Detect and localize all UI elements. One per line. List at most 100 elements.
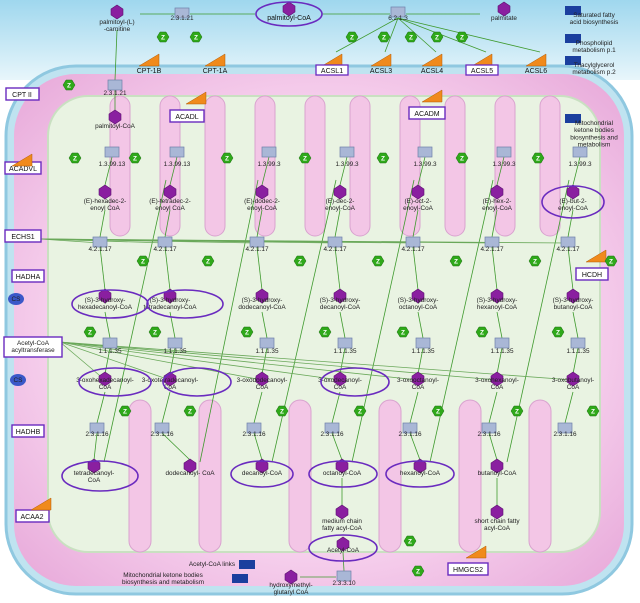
palmitoyl-l-carnitine-top-icon[interactable] <box>110 4 124 20</box>
oxo-5-icon[interactable] <box>490 371 504 387</box>
acetyl-coa-icon[interactable] <box>336 536 350 552</box>
acetyl-coa-acyltransferase-box[interactable] <box>3 336 63 358</box>
z-badge-thio-1[interactable] <box>183 405 197 417</box>
z-badge-had-6[interactable] <box>551 326 565 338</box>
z-badge-had-0[interactable] <box>83 326 97 338</box>
ec-dh-6-icon[interactable] <box>572 146 588 158</box>
ec-had-4-icon[interactable] <box>415 337 431 349</box>
hmg-coa-icon[interactable] <box>284 569 298 585</box>
acadvl-gene-enzyme-icon[interactable] <box>11 153 33 167</box>
ec-dh-4-icon[interactable] <box>417 146 433 158</box>
ec-thio-2-icon[interactable] <box>246 422 262 434</box>
z-badge-thio-4[interactable] <box>431 405 445 417</box>
oxo-6-icon[interactable] <box>566 371 580 387</box>
ec-had-2-icon[interactable] <box>259 337 275 349</box>
ec-thio-0-icon[interactable] <box>89 422 105 434</box>
enoyl-0-icon[interactable] <box>98 184 112 200</box>
ec-hyd-2-icon[interactable] <box>249 236 265 248</box>
z-badge-top-3[interactable] <box>345 31 359 43</box>
z-badge-thio-6[interactable] <box>586 405 600 417</box>
z-badge-thio-3[interactable] <box>353 405 367 417</box>
hydroxy-3-icon[interactable] <box>333 288 347 304</box>
ec-hyd-1-icon[interactable] <box>157 236 173 248</box>
z-badge-hyd-5[interactable] <box>528 255 542 267</box>
acyl-5-icon[interactable] <box>490 458 504 474</box>
acadl-box[interactable] <box>169 109 205 123</box>
ec-had-0-icon[interactable] <box>102 337 118 349</box>
z-badge-had-2[interactable] <box>240 326 254 338</box>
hmgcs2-box[interactable] <box>447 562 489 576</box>
palmitoyl-coa-mito-icon[interactable] <box>108 109 122 125</box>
z-badge-hyd-3[interactable] <box>371 255 385 267</box>
enoyl-1-icon[interactable] <box>163 184 177 200</box>
ketone-link-icon[interactable] <box>232 574 248 583</box>
ec-hyd-4-icon[interactable] <box>405 236 421 248</box>
z-badge-hyd-1[interactable] <box>201 255 215 267</box>
acetyl-coa-links-icon[interactable] <box>239 560 255 569</box>
hydroxy-5-icon[interactable] <box>490 288 504 304</box>
ec-thio-6-icon[interactable] <box>557 422 573 434</box>
z-badge-hyd-6[interactable] <box>604 255 618 267</box>
right-link-3-icon[interactable] <box>565 114 581 123</box>
hcdh-gene-enzyme-icon[interactable] <box>585 249 607 263</box>
z-badge-dh-5[interactable] <box>455 152 469 164</box>
z-badge-dh-6[interactable] <box>531 152 545 164</box>
ec-6-2-1-3-icon[interactable] <box>390 6 406 18</box>
enoyl-5-icon[interactable] <box>490 184 504 200</box>
ec-dh-1-icon[interactable] <box>169 146 185 158</box>
z-badge-top-7[interactable] <box>455 31 469 43</box>
acadl-gene-enzyme-icon[interactable] <box>185 91 207 105</box>
ec-thio-5-icon[interactable] <box>481 422 497 434</box>
ec-dh-3-icon[interactable] <box>339 146 355 158</box>
z-badge-thio-5[interactable] <box>510 405 524 417</box>
right-link-2-icon[interactable] <box>565 56 581 65</box>
z-badge-hyd-0[interactable] <box>136 255 150 267</box>
ec-hyd-0-icon[interactable] <box>92 236 108 248</box>
acsl-1-enzyme-icon[interactable] <box>370 53 392 67</box>
hydroxy-4-icon[interactable] <box>411 288 425 304</box>
enoyl-4-icon[interactable] <box>411 184 425 200</box>
hydroxy-0-icon[interactable] <box>98 288 112 304</box>
ec-hyd-5-icon[interactable] <box>484 236 500 248</box>
ec-thio-4-icon[interactable] <box>402 422 418 434</box>
acyl-1-icon[interactable] <box>183 458 197 474</box>
oxo-4-icon[interactable] <box>411 371 425 387</box>
z-badge-acetyl[interactable] <box>403 535 417 547</box>
z-badge-hmg[interactable] <box>411 565 425 577</box>
z-badge-thio-0[interactable] <box>118 405 132 417</box>
ec-thio-1-icon[interactable] <box>154 422 170 434</box>
z-badge-had-1[interactable] <box>148 326 162 338</box>
enoyl-6-icon[interactable] <box>566 184 580 200</box>
z-badge-top-1[interactable] <box>156 31 170 43</box>
oxo-3-icon[interactable] <box>333 371 347 387</box>
z-badge-dh-2[interactable] <box>220 152 234 164</box>
z-badge-top-6[interactable] <box>430 31 444 43</box>
z-badge-top-5[interactable] <box>404 31 418 43</box>
acadm-gene-enzyme-icon[interactable] <box>421 89 443 103</box>
enoyl-3-icon[interactable] <box>333 184 347 200</box>
ec-hyd-3-icon[interactable] <box>327 236 343 248</box>
oxo-0-icon[interactable] <box>98 371 112 387</box>
z-badge-had-5[interactable] <box>475 326 489 338</box>
acaa2-gene-enzyme-icon[interactable] <box>30 497 52 511</box>
z-badge-dh-1[interactable] <box>128 152 142 164</box>
z-badge-thio-2[interactable] <box>275 405 289 417</box>
short-chain-acyl-coa-icon[interactable] <box>490 504 504 520</box>
z-badge-dh-4[interactable] <box>376 152 390 164</box>
ec-dh-2-icon[interactable] <box>261 146 277 158</box>
z-badge-top-2[interactable] <box>189 31 203 43</box>
ec-hyd-6-icon[interactable] <box>560 236 576 248</box>
ec-had-6-icon[interactable] <box>570 337 586 349</box>
ec-thio-3-icon[interactable] <box>324 422 340 434</box>
ec-2-3-1-21-mito-icon[interactable] <box>107 79 123 91</box>
z-badge-hyd-2[interactable] <box>293 255 307 267</box>
z-badge-hyd-4[interactable] <box>449 255 463 267</box>
acyl-3-icon[interactable] <box>335 458 349 474</box>
hmgcs2-gene-enzyme-icon[interactable] <box>465 545 487 559</box>
z-badge-had-4[interactable] <box>396 326 410 338</box>
acsl-0-box[interactable] <box>315 64 349 76</box>
right-link-0-icon[interactable] <box>565 6 581 15</box>
hydroxy-6-icon[interactable] <box>566 288 580 304</box>
oxo-2-icon[interactable] <box>255 371 269 387</box>
acyl-2-icon[interactable] <box>255 458 269 474</box>
